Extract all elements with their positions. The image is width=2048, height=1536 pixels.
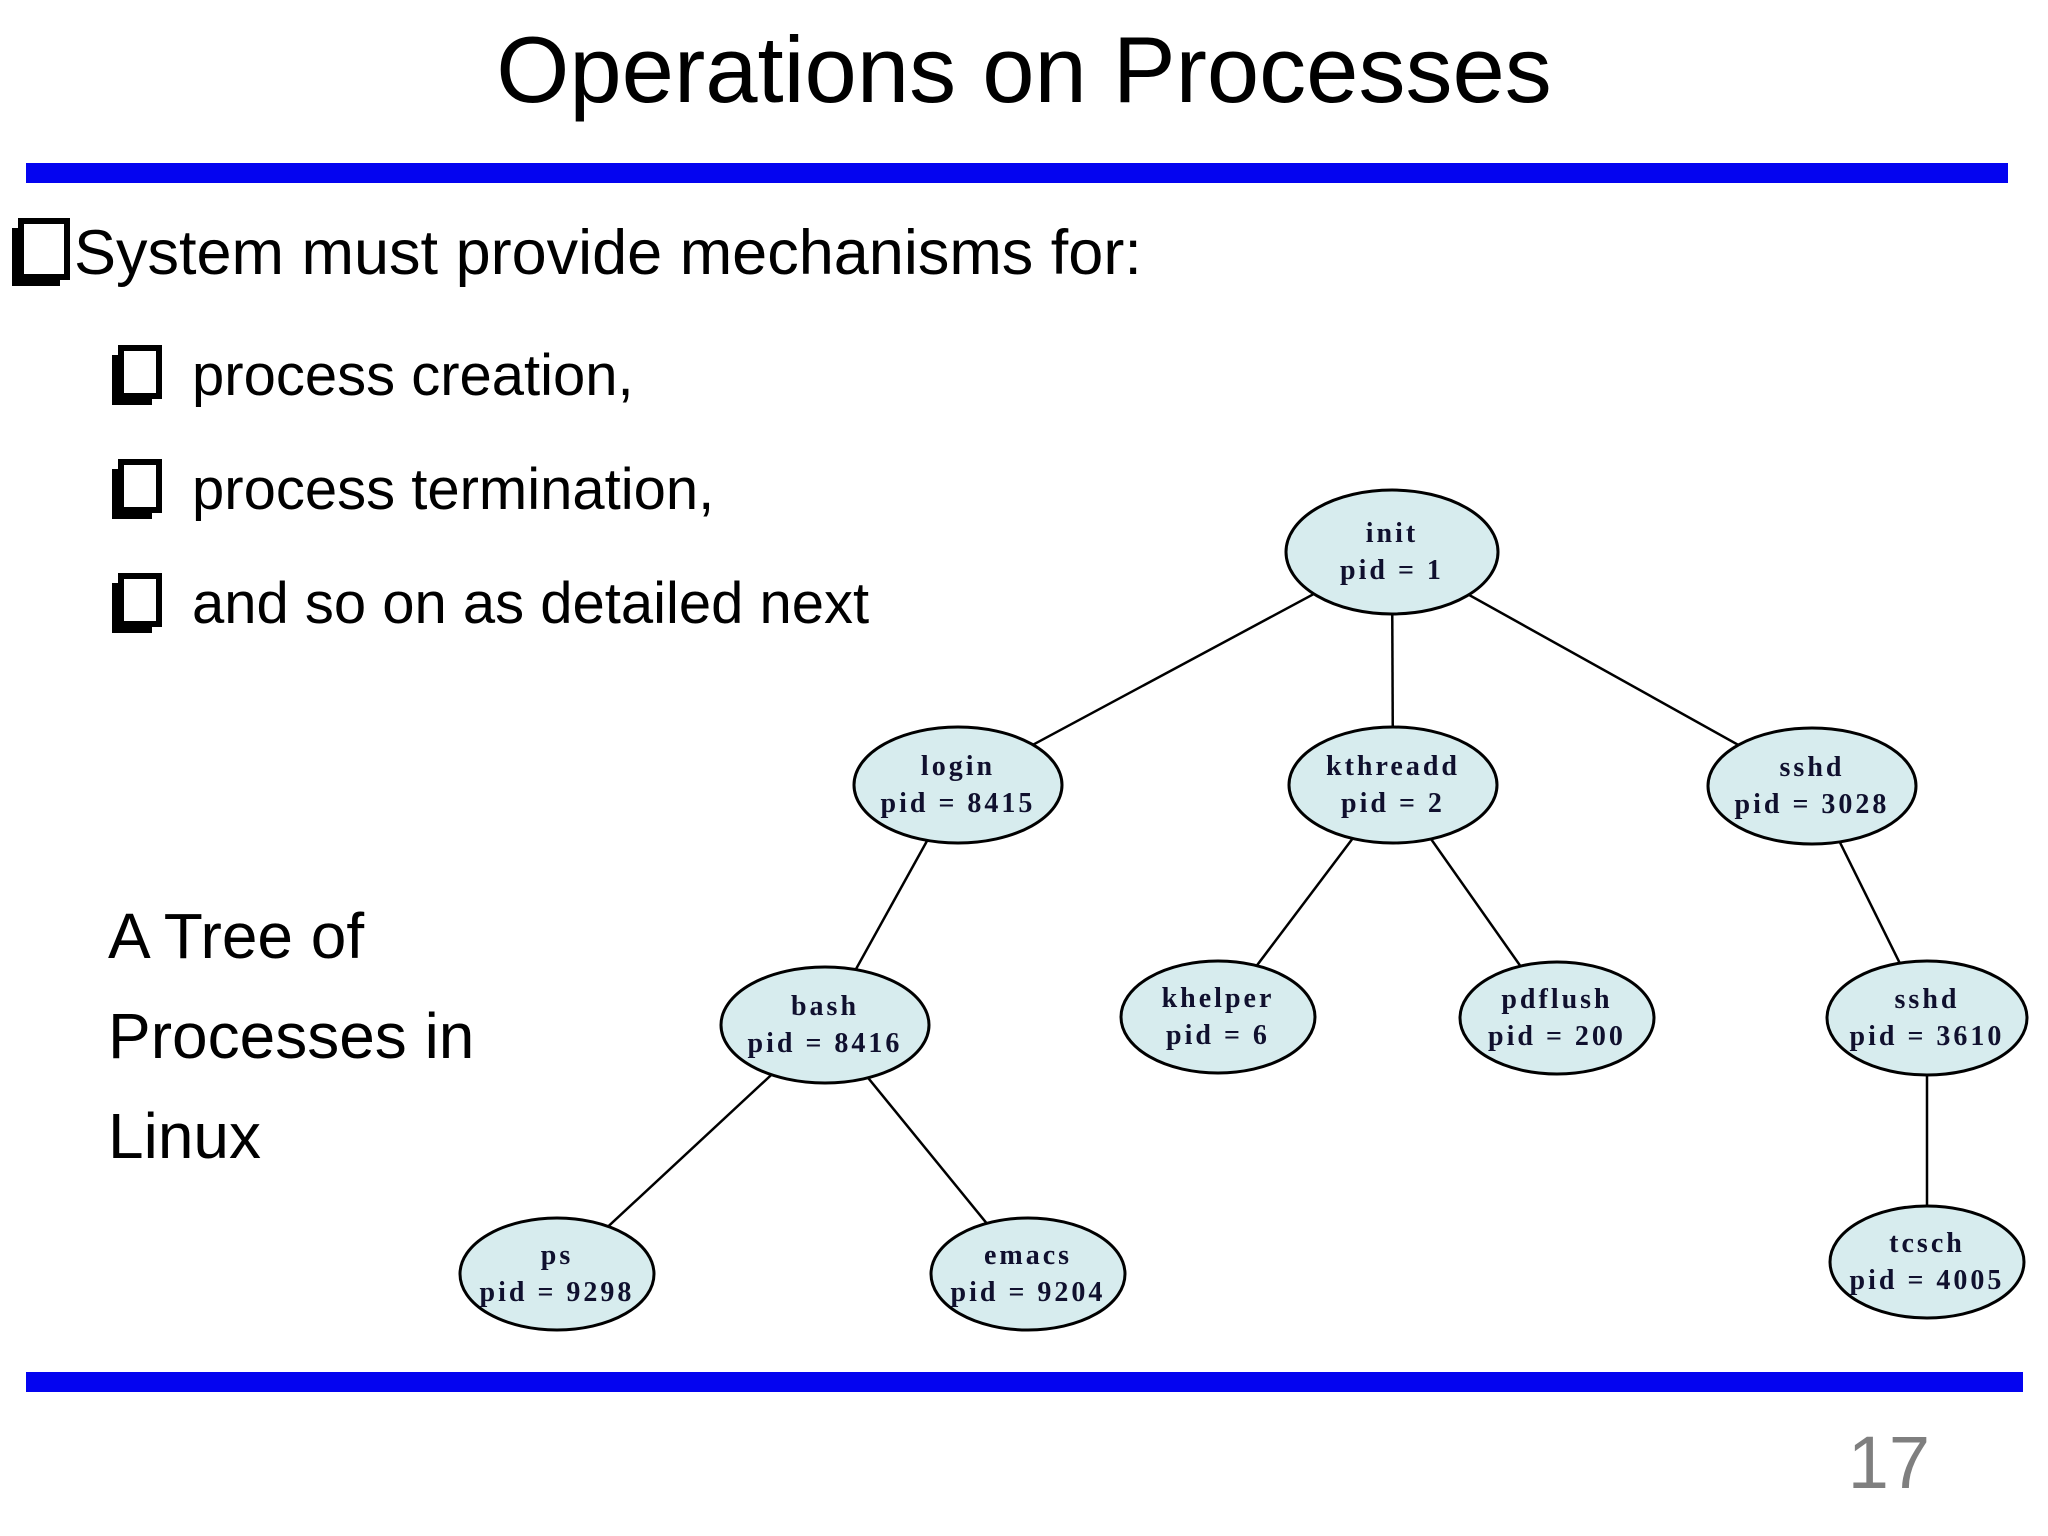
process-node-ellipse (719, 965, 931, 1085)
checkbox-bullet-icon (118, 573, 162, 627)
process-node-ellipse (852, 725, 1064, 845)
checkbox-bullet-icon (118, 459, 162, 513)
slide-title: Operations on Processes (496, 17, 1552, 122)
bullet-main: System must provide mechanisms for: (18, 208, 1142, 298)
sub-bullet-2: process termination, (118, 452, 869, 526)
sub-bullet-2-text: process termination, (192, 456, 715, 522)
bullet-main-text: System must provide mechanisms for: (74, 218, 1142, 288)
process-node-ellipse (1119, 959, 1317, 1075)
sub-bullet-3: and so on as detailed next (118, 566, 869, 640)
tree-caption-line-2: Processes in (108, 1000, 475, 1072)
checkbox-bullet-icon (118, 345, 162, 399)
page-number: 17 (1847, 1421, 1930, 1504)
sub-bullet-1: process creation, (118, 338, 869, 412)
tree-caption-line-3: Linux (108, 1100, 261, 1172)
checkbox-bullet-icon (18, 218, 70, 280)
title-divider-bar (26, 163, 2008, 183)
tree-caption-line-1: A Tree of (108, 900, 365, 972)
process-node-ellipse (1284, 488, 1500, 616)
process-node-ellipse (929, 1216, 1127, 1332)
footer-divider-bar (26, 1372, 2023, 1392)
process-node-ellipse (1458, 960, 1656, 1076)
sub-bullet-1-text: process creation, (192, 342, 634, 408)
process-node-ellipse (458, 1216, 656, 1332)
process-node-ellipse (1287, 725, 1499, 845)
process-node-ellipse (1825, 959, 2029, 1077)
sub-bullet-list: process creation, process termination, a… (118, 338, 869, 680)
process-node-ellipse (1828, 1204, 2026, 1320)
tree-caption: A Tree of Processes in Linux (108, 886, 568, 1186)
sub-bullet-3-text: and so on as detailed next (192, 570, 870, 636)
process-node-ellipse (1706, 726, 1918, 846)
